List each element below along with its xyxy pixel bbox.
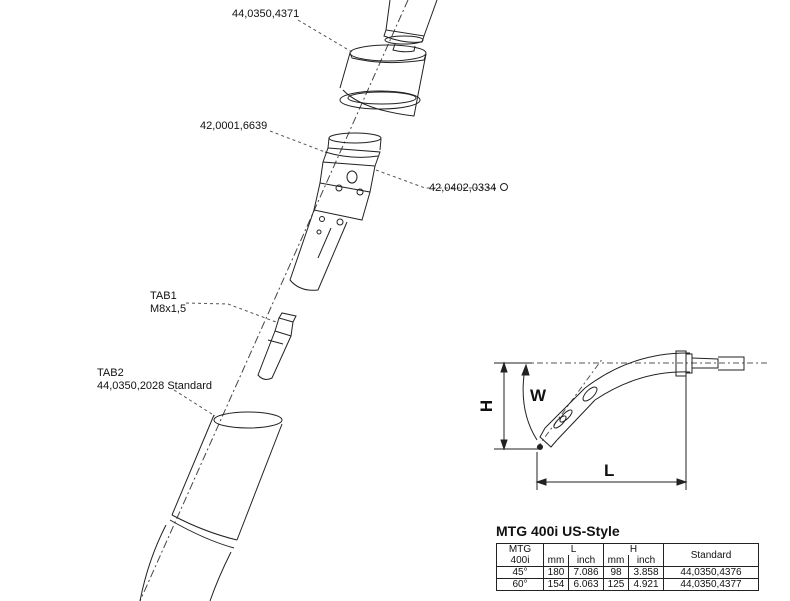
unit-h-inch: inch (628, 555, 664, 567)
head-standard: Standard (663, 543, 759, 567)
tip-holder-part (289, 132, 382, 291)
dim-label-w: W (530, 386, 547, 405)
cell-h-inch: 3.858 (628, 566, 664, 579)
table-row: 60° 154 6.063 125 4.921 44,0350,4377 (496, 578, 759, 591)
cell-h-mm: 125 (603, 578, 629, 591)
gooseneck-part-tab2 (139, 411, 283, 601)
cell-h-mm: 98 (603, 566, 629, 579)
part-marker-circle (500, 183, 508, 191)
cell-standard: 44,0350,4377 (663, 578, 759, 591)
nozzle-ring-part (339, 44, 427, 117)
insulator-part-tab1 (257, 312, 297, 380)
cell-standard: 44,0350,4376 (663, 566, 759, 579)
cell-l-mm: 154 (543, 578, 569, 591)
dim-label-h: H (477, 399, 497, 413)
cell-l-inch: 7.086 (568, 566, 604, 579)
cell-l-mm: 180 (543, 566, 569, 579)
leader-lines (173, 19, 498, 417)
tab1-thread: M8x1,5 (150, 303, 187, 315)
dim-label-l: L (604, 461, 615, 480)
tab2-title: TAB2 (97, 367, 124, 379)
top-connector-part (383, 0, 438, 53)
cell-l-inch: 6.063 (568, 578, 604, 591)
cell-angle: 45° (496, 566, 544, 579)
head-l: L (543, 543, 604, 555)
tab1-title: TAB1 (150, 290, 177, 302)
head-h: H (603, 543, 664, 555)
part-label-nozzle: 44,0350,4371 (232, 8, 300, 20)
spec-table: MTG L H Standard 400i mm inch mm inch 45… (496, 543, 759, 591)
unit-l-inch: inch (568, 555, 604, 567)
unit-h-mm: mm (603, 555, 629, 567)
head-model-1: MTG (496, 543, 544, 555)
table-title: MTG 400i US-Style (496, 523, 620, 539)
dimension-sketch (494, 350, 768, 490)
center-axis (139, 0, 409, 601)
cell-angle: 60° (496, 578, 544, 591)
tab2-part: 44,0350,2028 Standard (97, 380, 212, 392)
part-label-tip-holder: 42,0001,6639 (200, 120, 268, 132)
cell-h-inch: 4.921 (628, 578, 664, 591)
head-model-2: 400i (496, 555, 544, 567)
part-label-oring: 42,0402,0334 (429, 182, 497, 194)
unit-l-mm: mm (543, 555, 569, 567)
table-row: 45° 180 7.086 98 3.858 44,0350,4376 (496, 566, 759, 579)
